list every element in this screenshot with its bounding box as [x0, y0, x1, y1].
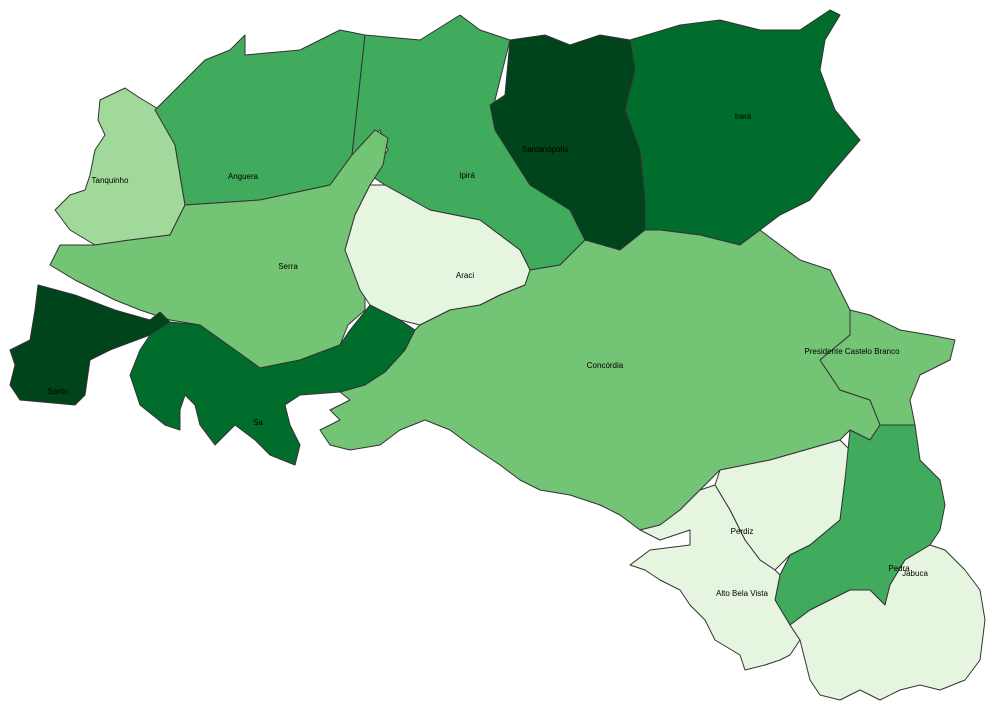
region-jabuca[interactable] — [789, 544, 986, 701]
region-alto-bela-vista[interactable] — [629, 484, 801, 671]
label-arabuta: Araci — [456, 271, 474, 280]
label-presidente: Presidente Castelo Branco — [804, 347, 900, 356]
label-santanopolis: Santanópolis — [522, 145, 568, 154]
label-pedra: Pedra — [888, 564, 910, 573]
label-perdiz: Perdiz — [731, 527, 754, 536]
label-ipira: Ipirá — [459, 171, 475, 180]
label-santo: Santo — [48, 387, 69, 396]
label-serra: Serra — [278, 262, 298, 271]
region-presidente[interactable] — [819, 309, 956, 426]
region-araci[interactable] — [9, 284, 171, 406]
region-santo-estevao[interactable] — [129, 304, 416, 466]
label-sa: Sa — [253, 418, 263, 427]
label-alto: Alto Bela Vista — [716, 589, 768, 598]
label-concordia: Concórdia — [587, 361, 624, 370]
region-irara[interactable] — [624, 9, 861, 246]
label-anguera: Anguera — [228, 172, 259, 181]
label-tanquinho: Tanquinho — [92, 176, 129, 185]
label-irara: Irará — [735, 112, 752, 121]
label-jabuca: Jabuca — [902, 569, 928, 578]
region-concordia[interactable] — [319, 229, 881, 531]
region-ipira-top[interactable] — [154, 29, 366, 206]
